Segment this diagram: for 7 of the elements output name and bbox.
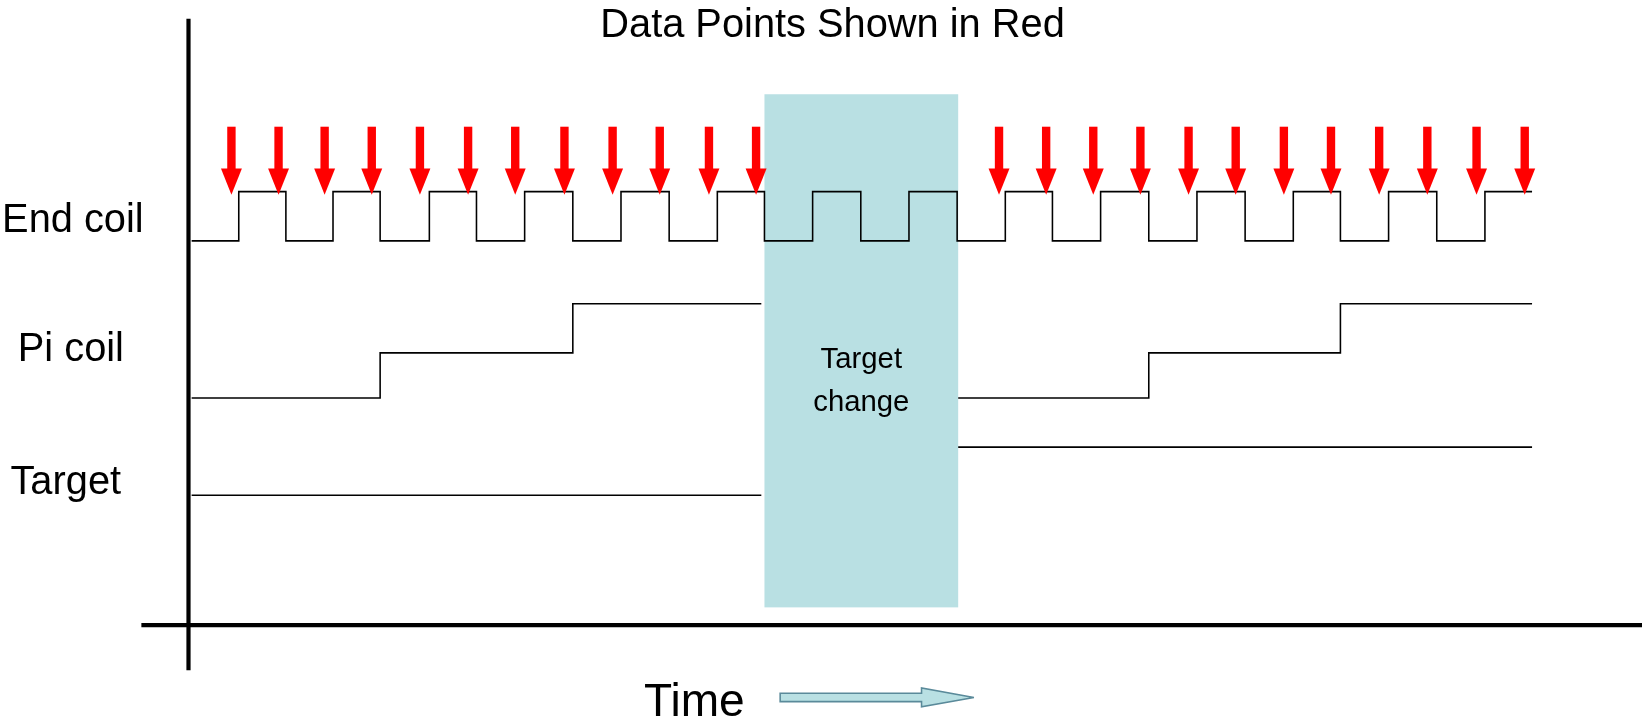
signal-label: Target [10,460,122,501]
signal-label: End coil [2,198,144,239]
signal-label: Pi coil [17,327,124,368]
chart-title: Data Points Shown in Red [600,3,1065,43]
band-label: Target change [812,340,911,419]
highlight-band [764,94,959,608]
axis-label: Time [644,677,745,724]
